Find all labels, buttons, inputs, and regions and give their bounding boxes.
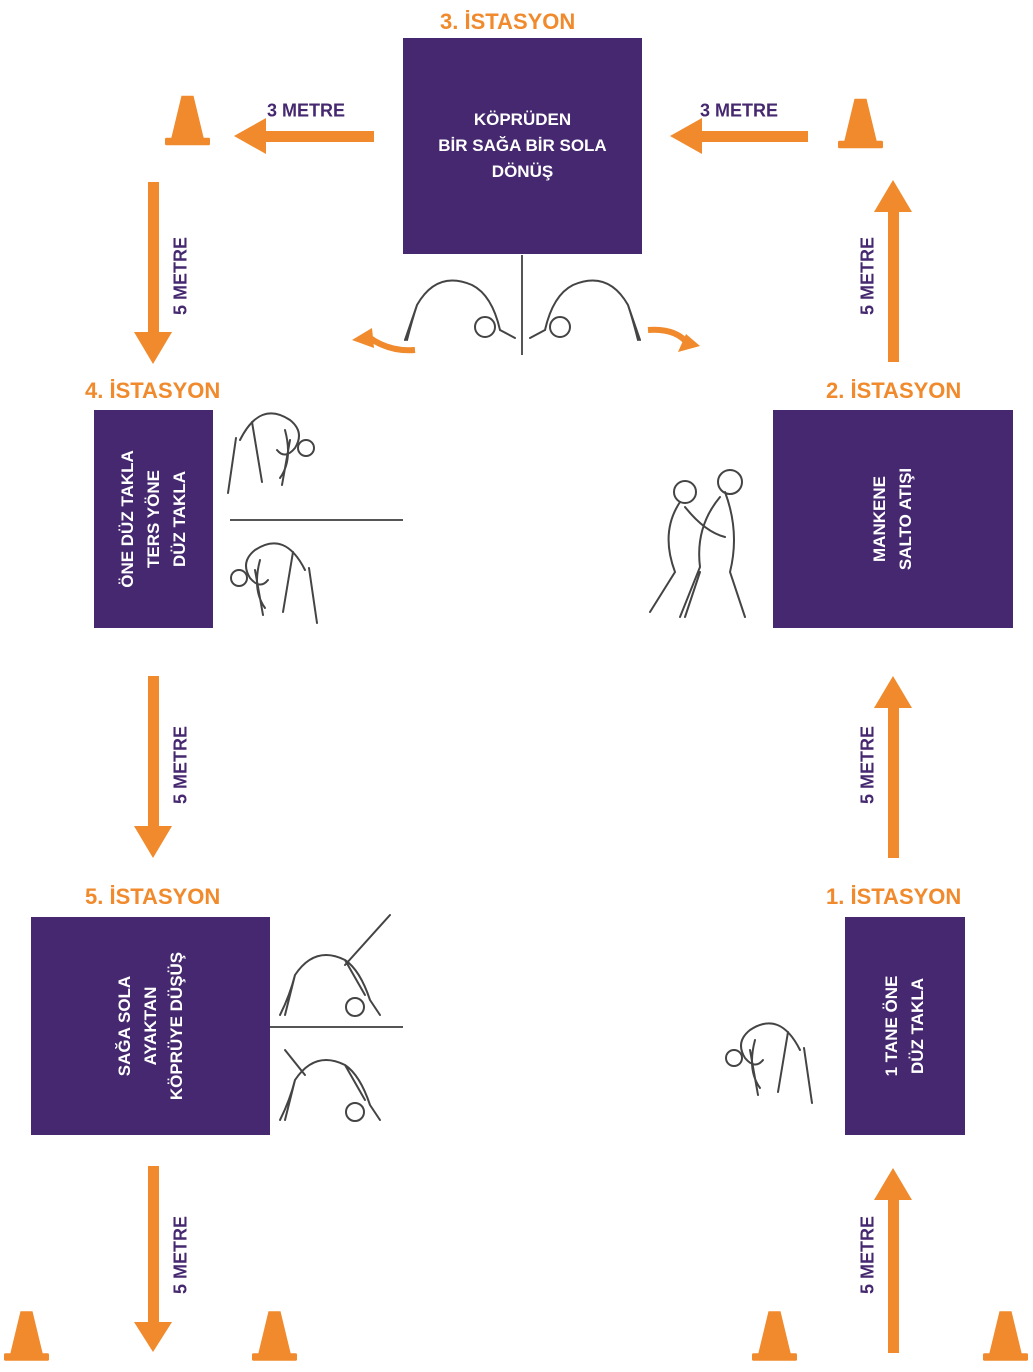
distance-label-5m-left-mid: 5 METRE [170,725,191,805]
station-1-box: 1 TANE ÖNE DÜZ TAKLA [845,917,965,1135]
arrow-3m-left [234,118,374,154]
gymnast-figure-icon-bridge-left [404,279,516,341]
arrow-5m-right-mid [874,676,912,858]
gymnast-figure-icon-forward-roll [725,1022,813,1104]
station-3-line-1: KÖPRÜDEN [473,110,572,129]
station-3-title: 3. İSTASYON [440,9,576,34]
distance-label-5m-right-bottom: 5 METRE [857,1215,878,1295]
station-2-title: 2. İSTASYON [826,378,962,403]
cone-icon-bottom-2 [252,1311,297,1361]
cone-icon-bottom-1 [4,1311,49,1361]
wrestlers-figure-icon [649,469,746,618]
arrow-3m-right [670,118,808,154]
distance-label-5m-left-bottom: 5 METRE [170,1215,191,1295]
arrow-5m-left-top [134,182,172,364]
distance-label-3m-right: 3 METRE [699,100,779,121]
arrow-5m-right-bottom [874,1168,912,1353]
gymnast-figure-icon-bridge-right [529,279,641,341]
distance-label-3m-left: 3 METRE [266,100,346,121]
gymnast-figure-icon-walkover-upper [279,914,391,1017]
cone-icon-top-right [838,98,883,149]
station-3-text: KÖPRÜDEN BİR SAĞA BİR SOLA DÖNÜŞ [438,107,606,185]
arrow-5m-left-bottom [134,1166,172,1352]
station-3-box: KÖPRÜDEN BİR SAĞA BİR SOLA DÖNÜŞ [403,38,642,254]
station-2-box: MANKENE SALTO ATIŞI [773,410,1013,628]
cone-icon-bottom-3 [752,1311,797,1361]
arrow-5m-left-mid [134,676,172,858]
station-3-line-2: BİR SAĞA BİR SOLA [438,136,607,155]
station-3-line-3: DÖNÜŞ [491,162,554,181]
cone-icon-top-left [165,95,210,146]
arrow-5m-right-top [874,180,912,362]
station-4-box: ÖNE DÜZ TAKLA TERS YÖNE DÜZ TAKLA [94,410,213,628]
station-4-title: 4. İSTASYON [85,378,221,403]
turn-arrow-icon-right [647,326,700,352]
gymnast-figure-icon-walkover-lower [279,1049,381,1122]
station-5-box: SAĞA SOLA AYAKTAN KÖPRÜYE DÜŞÜŞ [31,917,270,1135]
station-1-title: 1. İSTASYON [826,884,962,909]
station-5-title: 5. İSTASYON [85,884,221,909]
gymnast-figure-icon-roll-upper [227,412,315,494]
cone-icon-bottom-4 [983,1311,1028,1361]
distance-label-5m-right-mid: 5 METRE [857,725,878,805]
turn-arrow-icon-left [352,328,416,354]
distance-label-5m-right-top: 5 METRE [857,236,878,316]
distance-label-5m-left-top: 5 METRE [170,236,191,316]
gymnast-figure-icon-roll-lower [230,542,318,624]
